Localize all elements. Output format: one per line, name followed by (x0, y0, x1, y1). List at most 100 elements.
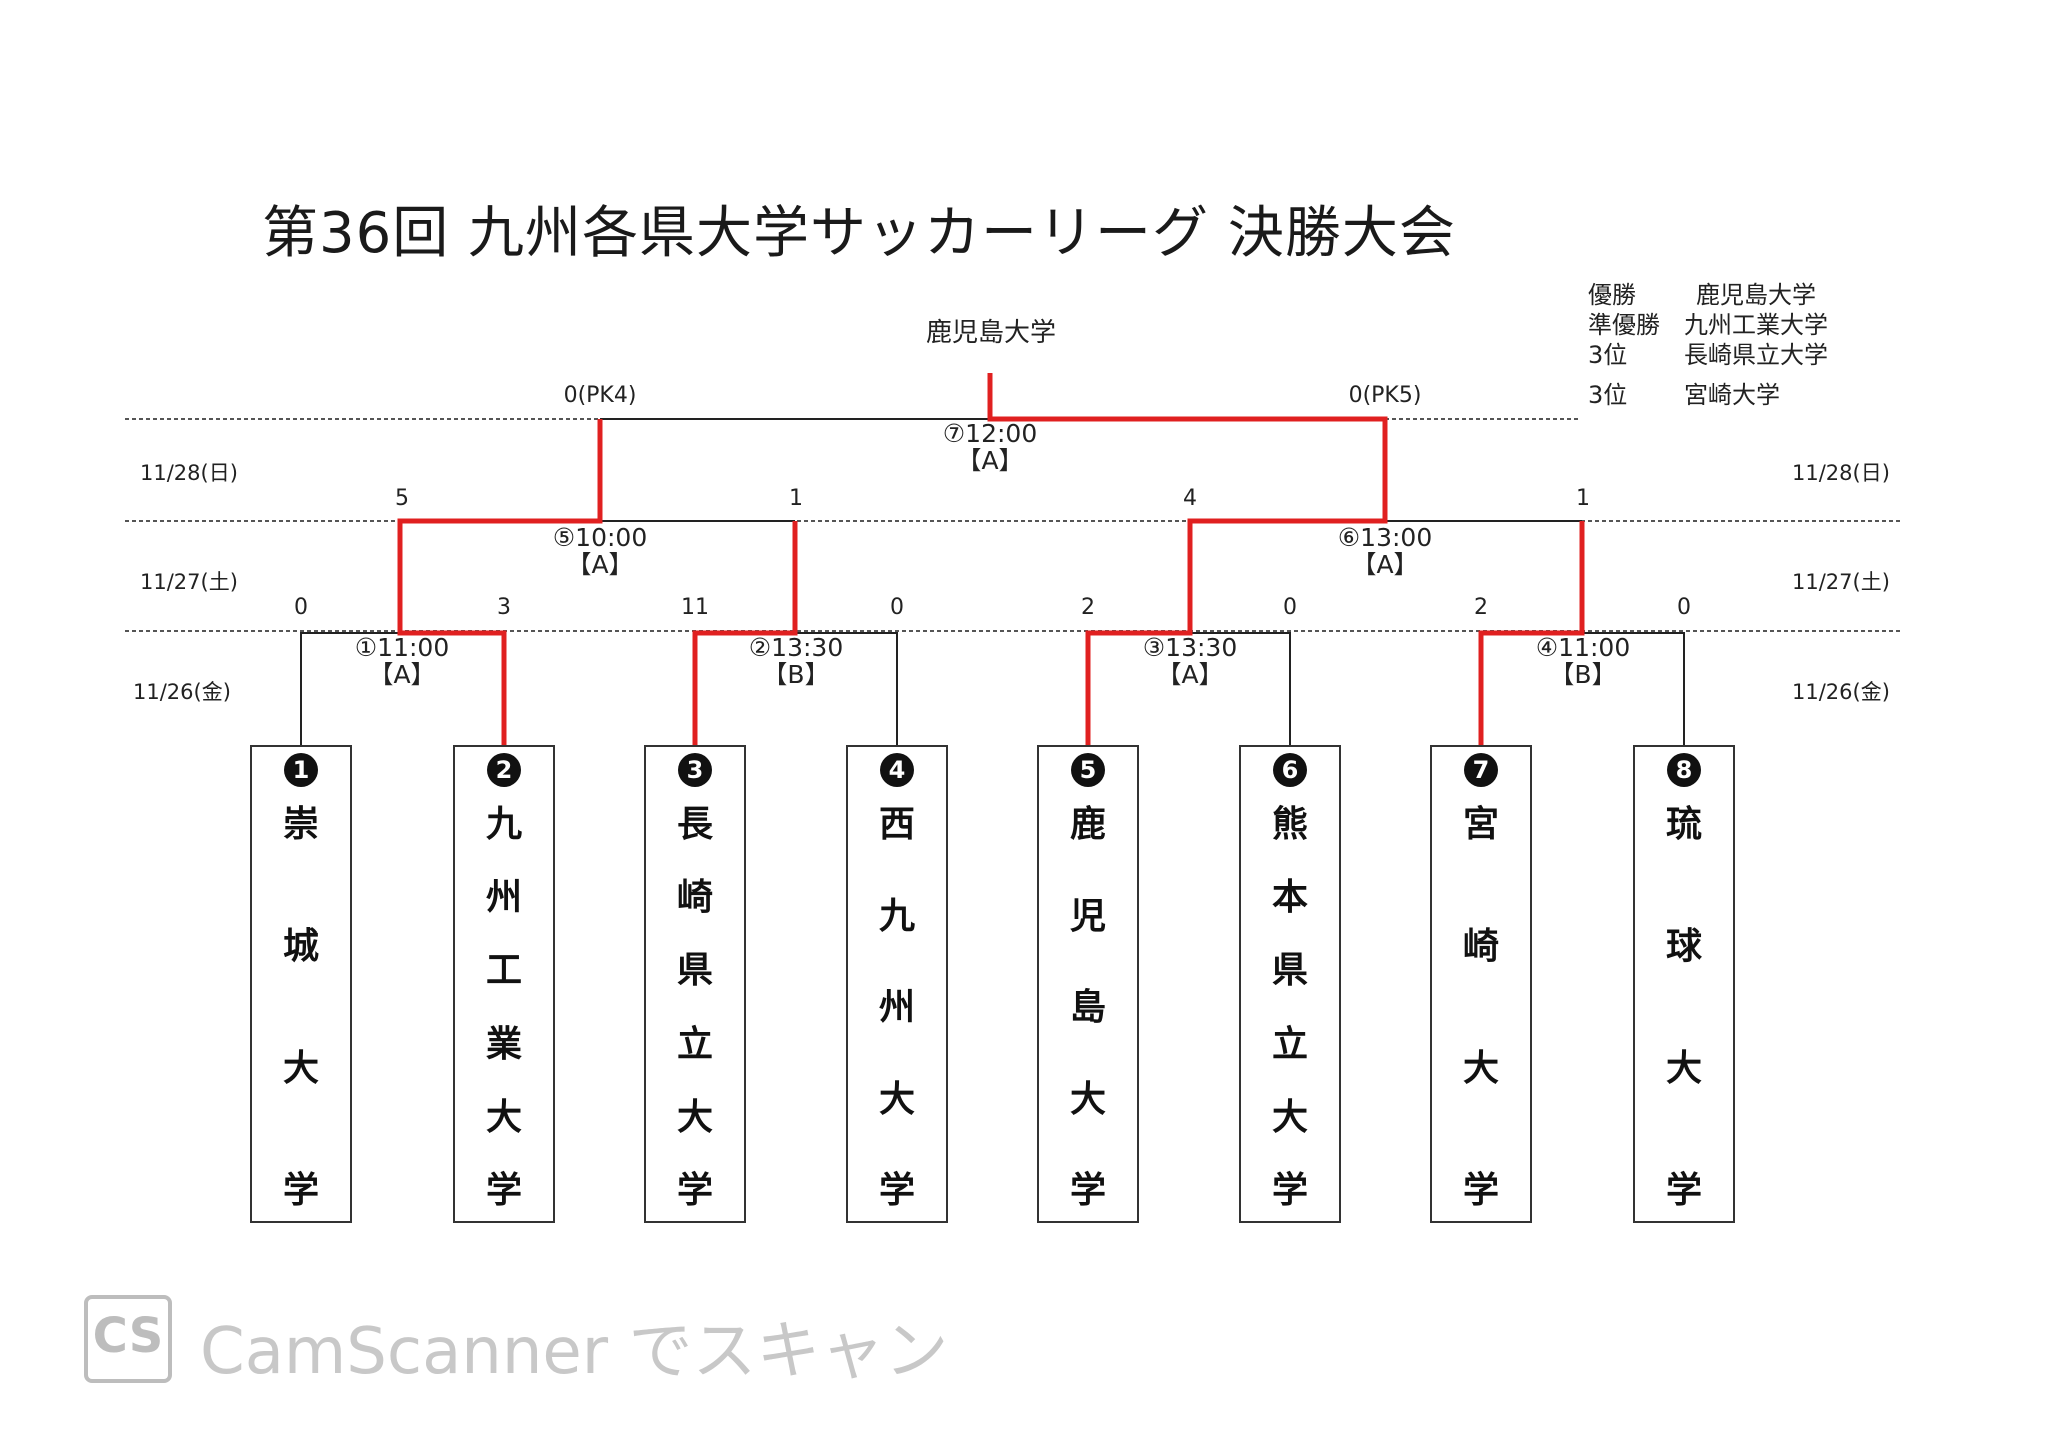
result-team: 九州工業大学 (1684, 311, 1828, 339)
result-label: 準優勝 (1588, 311, 1660, 339)
team-name-char: 学 (1665, 1170, 1702, 1211)
team-name-char: 大 (485, 1096, 522, 1138)
match-label-m1: ①11:00 【A】 (355, 634, 449, 688)
team-name-char: 大 (878, 1078, 915, 1120)
match-venue: 【A】 (1351, 550, 1419, 579)
match-venue: 【B】 (1549, 660, 1617, 689)
team-box-3: 3 長崎県立大学 (644, 745, 746, 1223)
team-name-char: 崇 (282, 804, 319, 845)
win-line-team7 (1478, 521, 1585, 745)
score-m3-right: 0 (1283, 595, 1297, 620)
team-name-char: 球 (1665, 926, 1702, 967)
match-venue: 【A】 (956, 446, 1024, 475)
result-team: 長崎県立大学 (1684, 341, 1828, 369)
win-line-team5 (987, 373, 1388, 745)
win-line-team3 (692, 521, 798, 745)
team-box-1: 1 崇城大学 (250, 745, 352, 1223)
camscanner-logo-icon: CS (84, 1295, 172, 1383)
team-name-char: 鹿 (1069, 804, 1106, 845)
team-name-char: 立 (1271, 1023, 1308, 1065)
page-title: 第36回 九州各県大学サッカーリーグ 決勝大会 (262, 201, 1456, 266)
match-time: ④11:00 (1535, 633, 1631, 662)
score-m6-left: 4 (1183, 486, 1197, 511)
score-m6-right: 1 (1576, 486, 1590, 511)
match-label-m6: ⑥13:00 【A】 (1338, 524, 1432, 578)
team-name-char: 学 (1271, 1169, 1308, 1211)
team-name-char: 城 (282, 926, 319, 967)
result-team: 鹿児島大学 (1696, 281, 1816, 309)
team-name-char: 県 (676, 950, 713, 992)
team-number-badge: 4 (880, 753, 914, 787)
team-name-char: 県 (1271, 950, 1308, 992)
team-name-char: 学 (878, 1170, 915, 1211)
date-label-left-d3: 11/28(日) (140, 461, 238, 485)
team-box-8: 8 琉球大学 (1633, 745, 1735, 1223)
team-name: 西九州大学 (848, 795, 946, 1213)
team-name-char: 児 (1069, 895, 1106, 937)
line-team4 (795, 632, 898, 745)
team-name: 九州工業大学 (455, 795, 553, 1213)
date-label-right-d3: 11/28(日) (1792, 461, 1890, 485)
date-label-left-d1: 11/26(金) (133, 680, 231, 704)
match-venue: 【A】 (368, 660, 436, 689)
win-line-team2 (397, 419, 603, 745)
team-name: 琉球大学 (1635, 795, 1733, 1213)
team-name-char: 宮 (1462, 804, 1499, 845)
team-name-char: 熊 (1271, 804, 1308, 845)
score-m5-right: 1 (789, 486, 803, 511)
team-number-badge: 8 (1667, 753, 1701, 787)
result-team: 宮崎大学 (1684, 381, 1780, 409)
team-number-badge: 7 (1464, 753, 1498, 787)
match-time: ②13:30 (748, 633, 844, 662)
team-number-badge: 3 (678, 753, 712, 787)
team-name-char: 大 (1665, 1048, 1702, 1089)
match-time: ⑥13:00 (1337, 523, 1433, 552)
team-name-char: 州 (485, 877, 522, 919)
team-number-badge: 6 (1273, 753, 1307, 787)
score-m5-left: 5 (395, 486, 409, 511)
team-name-char: 大 (1271, 1096, 1308, 1138)
watermark-text: CamScanner でスキャン (200, 1315, 949, 1389)
team-number-badge: 2 (487, 753, 521, 787)
team-box-2: 2 九州工業大学 (453, 745, 555, 1223)
team-name-char: 琉 (1665, 804, 1702, 845)
match-label-m2: ②13:30 【B】 (749, 634, 843, 688)
line-team8 (1582, 632, 1685, 745)
team-name-char: 業 (485, 1023, 522, 1065)
date-label-right-d1: 11/26(金) (1792, 680, 1890, 704)
team-name-char: 大 (1462, 1048, 1499, 1089)
score-m3-left: 2 (1081, 595, 1095, 620)
team-name: 長崎県立大学 (646, 795, 744, 1213)
score-final-right: 0(PK5) (1348, 383, 1422, 408)
line-team6 (1190, 632, 1291, 745)
score-m4-left: 2 (1474, 595, 1488, 620)
result-label: 3位 (1588, 381, 1628, 409)
team-name: 崇城大学 (252, 795, 350, 1213)
match-venue: 【A】 (566, 550, 634, 579)
team-box-5: 5 鹿児島大学 (1037, 745, 1139, 1223)
team-number-badge: 1 (284, 753, 318, 787)
match-label-m5: ⑤10:00 【A】 (553, 524, 647, 578)
team-name-char: 立 (676, 1023, 713, 1065)
score-m2-right: 0 (890, 595, 904, 620)
team-name-char: 学 (485, 1169, 522, 1211)
team-name-char: 工 (485, 950, 522, 992)
score-m1-right: 3 (497, 595, 511, 620)
team-name-char: 島 (1069, 987, 1106, 1028)
match-label-m4: ④11:00 【B】 (1536, 634, 1630, 688)
team-name-char: 九 (485, 804, 522, 845)
match-venue: 【B】 (762, 660, 830, 689)
team-name-char: 大 (1069, 1078, 1106, 1120)
score-m2-left: 11 (681, 595, 709, 620)
team-box-7: 7 宮崎大学 (1430, 745, 1532, 1223)
team-name-char: 学 (282, 1170, 319, 1211)
team-name-char: 西 (878, 804, 915, 845)
result-label: 3位 (1588, 341, 1628, 369)
date-label-right-d2: 11/27(土) (1792, 570, 1890, 594)
team-name-char: 学 (1462, 1170, 1499, 1211)
team-name: 宮崎大学 (1432, 795, 1530, 1213)
team-number-badge: 5 (1071, 753, 1105, 787)
team-name-char: 崎 (676, 877, 713, 919)
match-time: ⑤10:00 (552, 523, 648, 552)
